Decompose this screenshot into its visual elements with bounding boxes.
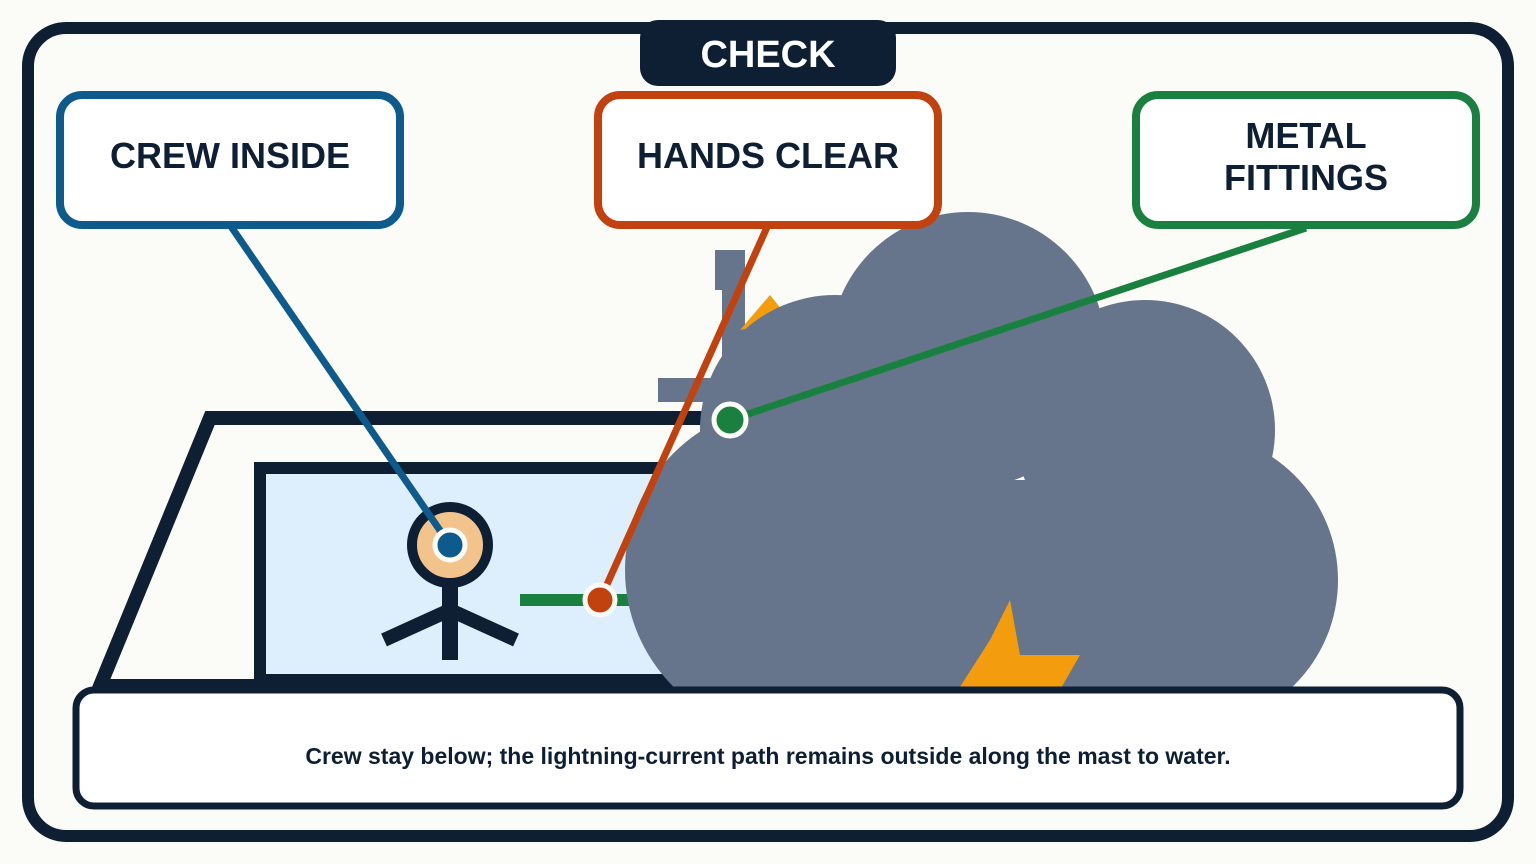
caption-box: Crew stay below; the lightning-current p… [72,686,1464,810]
leader-line-metal [728,224,1308,424]
callout-crew-inside: CREW INSIDE [56,91,404,229]
callout-metal-fittings: METAL FITTINGS [1132,91,1480,229]
leader-line-hands [596,223,772,602]
header-tab: CHECK [640,20,896,86]
target-dot-metal [711,401,749,439]
header-title: CHECK [700,34,836,76]
target-dot-crew [432,527,468,563]
target-dot-hands [582,582,618,618]
leader-line-crew [227,223,453,547]
callout-hands-clear: HANDS CLEAR [594,91,942,229]
callout-metal-label-line2: FITTINGS [1224,157,1388,198]
lightning-bolt-icon [958,600,1080,690]
caption-text: Crew stay below; the lightning-current p… [305,743,1230,769]
boat-hull-icon [89,411,767,693]
callout-metal-label-line1: METAL [1245,115,1366,156]
callout-crew-label: CREW INSIDE [110,135,350,176]
callout-hands-label: HANDS CLEAR [637,135,899,176]
storm-cloud-icon [625,212,1338,735]
